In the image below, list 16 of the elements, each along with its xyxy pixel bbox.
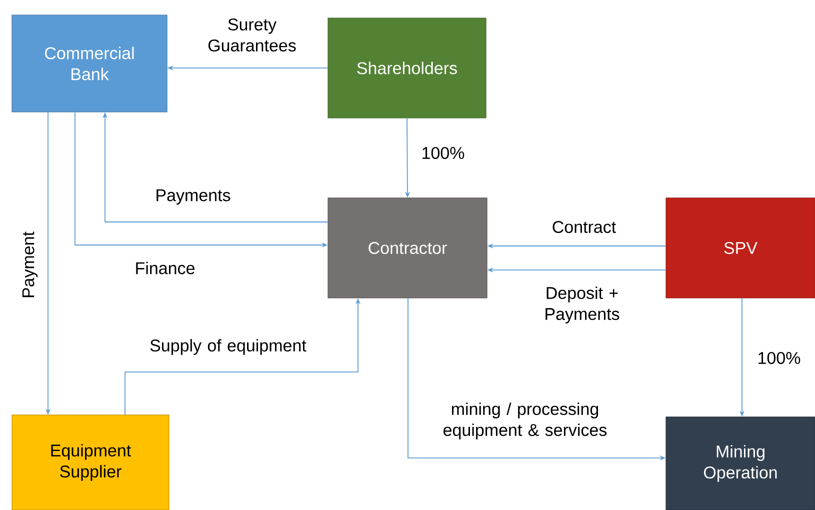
edge-label: Surety Guarantees bbox=[208, 18, 296, 52]
edge-label: Finance bbox=[136, 262, 194, 274]
process-box: Commercial Bank bbox=[12, 14, 168, 112]
edge-label: Deposit + Payments bbox=[546, 286, 620, 324]
edge-label: Payments bbox=[156, 189, 230, 205]
process-box: SPV bbox=[666, 198, 815, 298]
edge-label: Contract bbox=[552, 220, 616, 233]
edge-label: 100% bbox=[758, 352, 800, 364]
process-box: Shareholders bbox=[328, 18, 486, 118]
edge-label: 100% bbox=[422, 146, 464, 159]
edge-label: Payment bbox=[22, 232, 38, 298]
edge-label: Supply of equipment bbox=[150, 339, 306, 355]
process-box: Mining Operation bbox=[666, 416, 815, 510]
process-box: Equipment Supplier bbox=[12, 414, 170, 510]
edge-label: mining / processing equipment & services bbox=[444, 402, 607, 440]
process-box: Contractor bbox=[328, 198, 488, 298]
